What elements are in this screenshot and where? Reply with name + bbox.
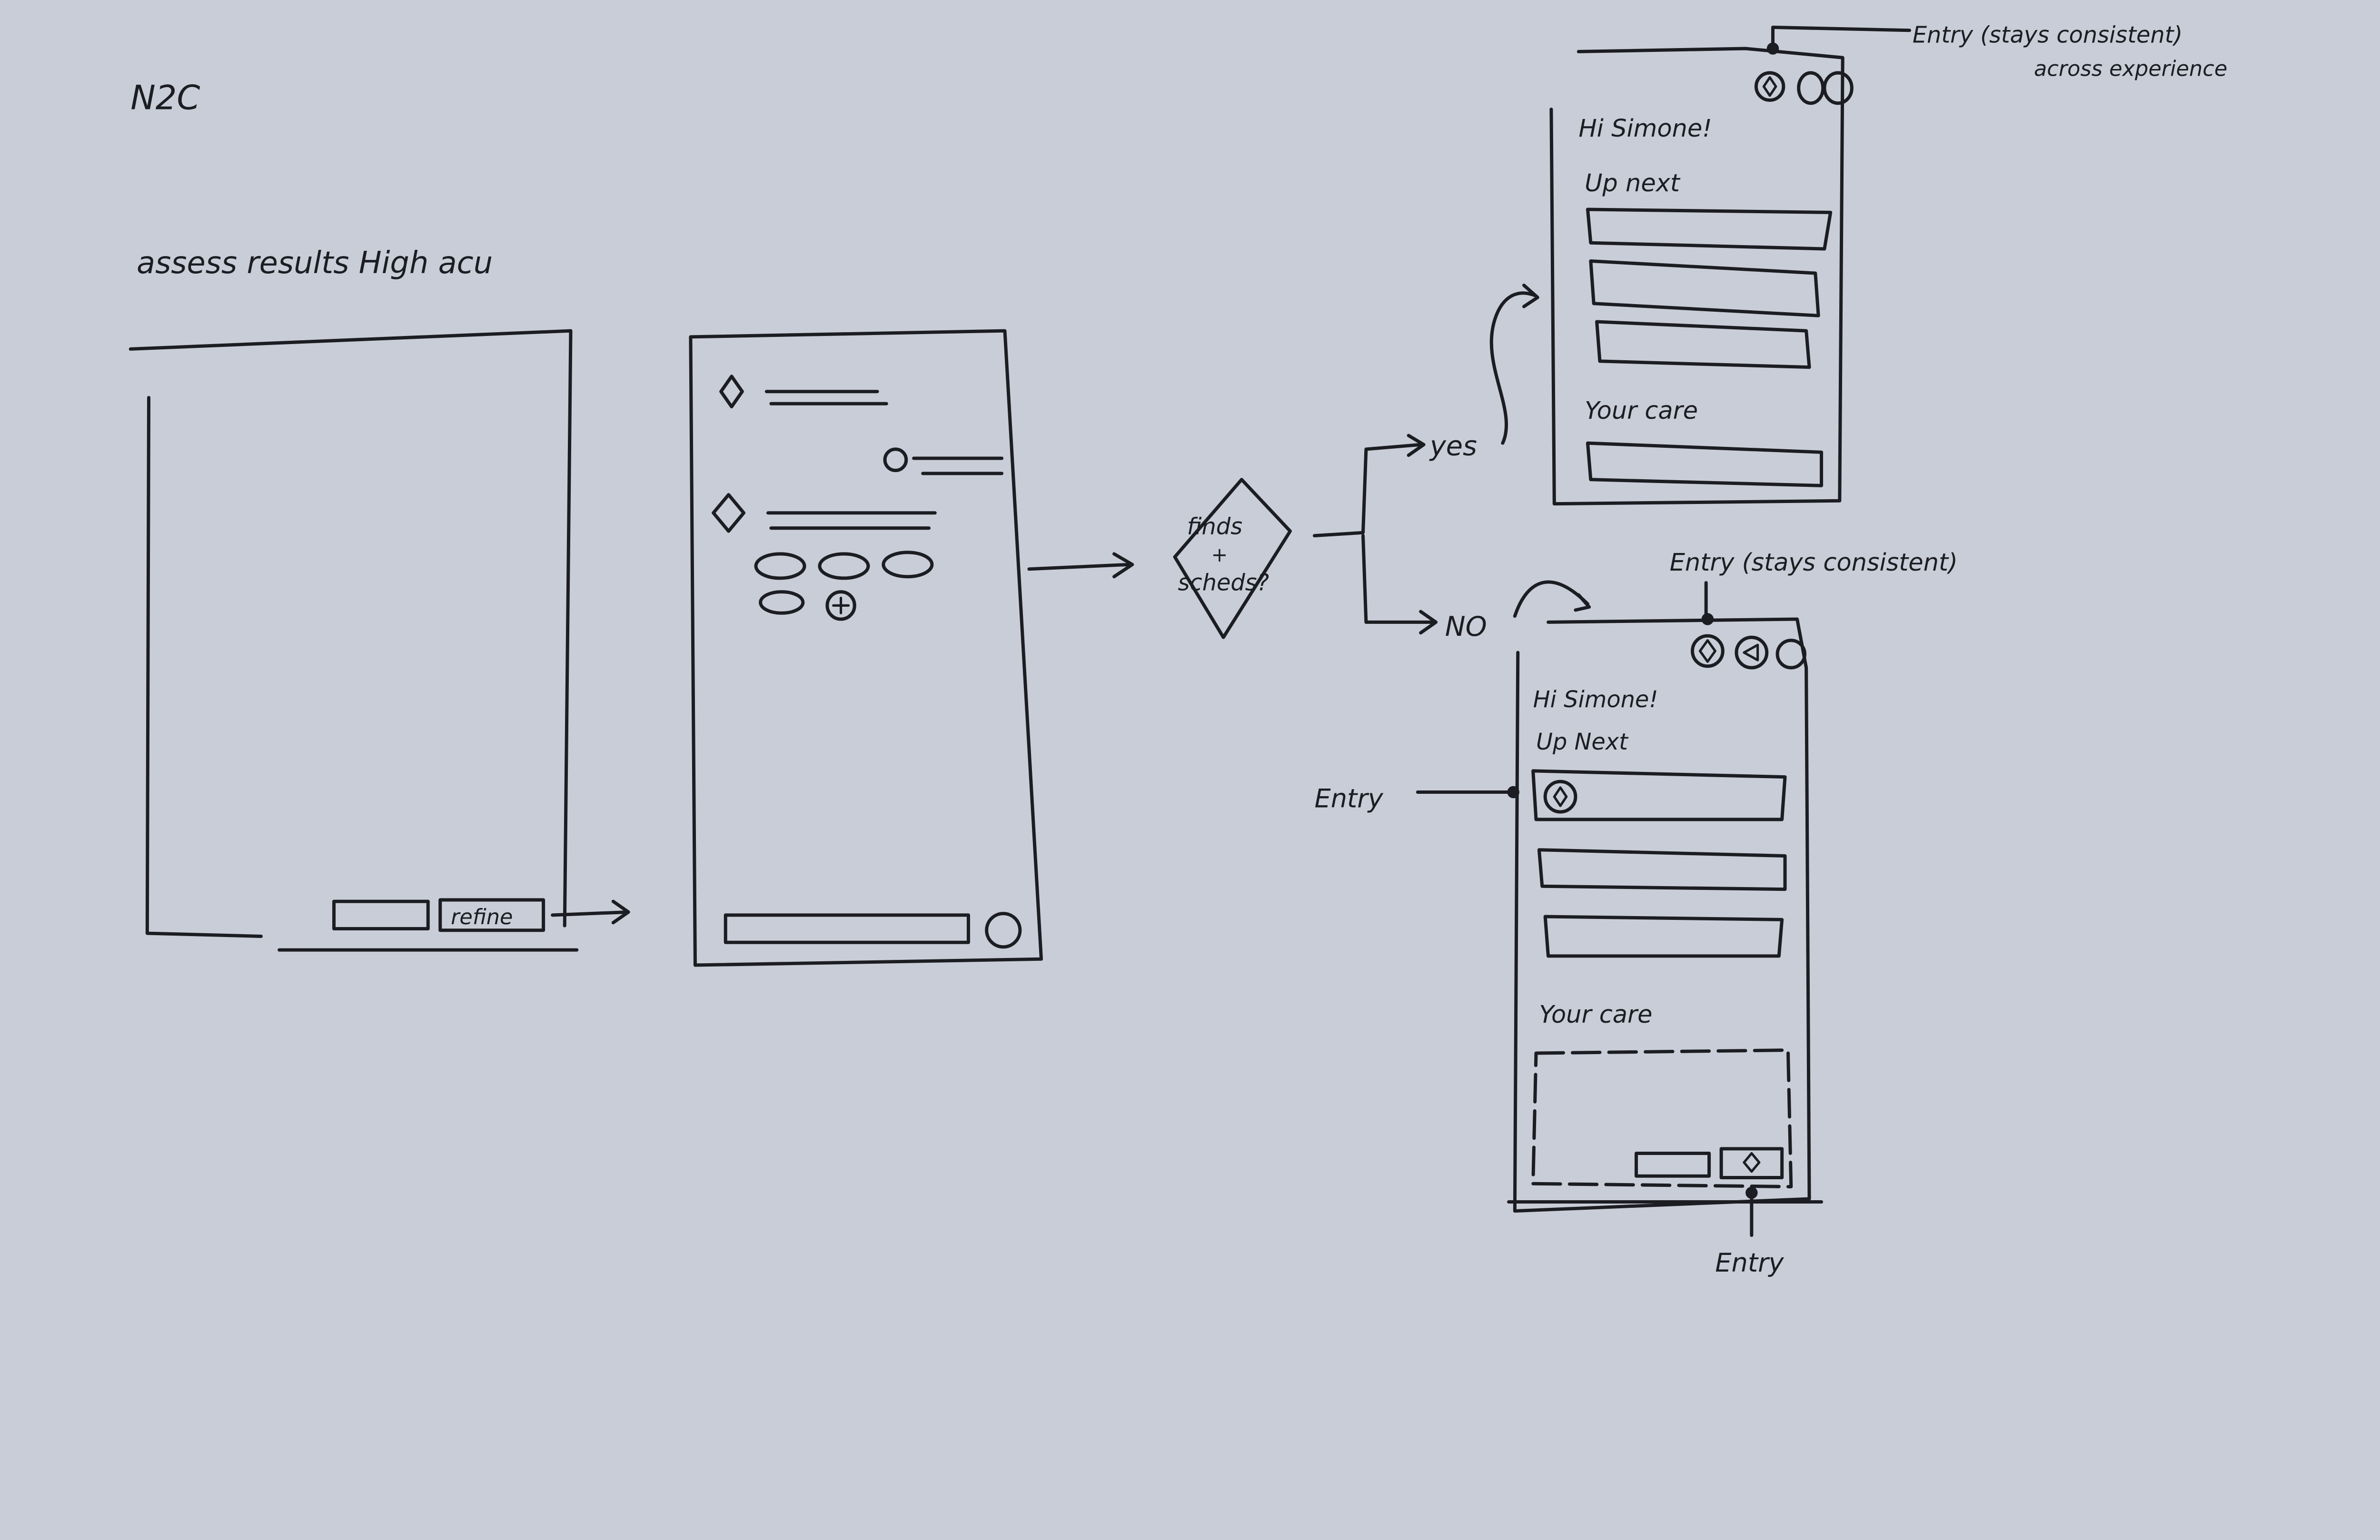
entry-annotation: Entry bbox=[1715, 1248, 1784, 1278]
diamond-icon bbox=[712, 493, 746, 533]
nav-circle-button[interactable] bbox=[1823, 71, 1854, 105]
circle-icon bbox=[883, 447, 908, 473]
up-next-card[interactable] bbox=[1543, 915, 1784, 958]
greeting: Hi Simone! bbox=[1533, 687, 1658, 713]
entry-point[interactable] bbox=[1766, 42, 1779, 55]
diamond-icon[interactable] bbox=[1754, 71, 1785, 102]
screen-home-no: Entry (stays consistent) Hi Simone! Up N… bbox=[1314, 549, 1957, 1278]
secondary-button[interactable] bbox=[1634, 1151, 1711, 1178]
yes-branch bbox=[1312, 434, 1426, 538]
entry-point[interactable] bbox=[1507, 786, 1519, 799]
menu-icon[interactable] bbox=[1775, 639, 1806, 670]
send-button[interactable] bbox=[985, 912, 1022, 949]
decision-text: finds bbox=[1187, 513, 1243, 540]
arrow-to-decision bbox=[1027, 552, 1134, 579]
page-title: N2C bbox=[130, 79, 200, 118]
entry-annotation: across experience bbox=[2034, 56, 2227, 81]
entry-annotation: Entry (stays consistent) bbox=[1913, 22, 2182, 48]
decision-node: finds + scheds? yes NO bbox=[1173, 283, 1591, 642]
diamond-icon bbox=[1543, 780, 1577, 814]
chip[interactable] bbox=[882, 551, 934, 579]
screen-assess-results: refine bbox=[129, 329, 630, 952]
up-next-heading: Up next bbox=[1585, 169, 1681, 197]
entry-annotation: Entry bbox=[1314, 783, 1383, 813]
secondary-button[interactable] bbox=[332, 899, 430, 931]
decision-text: scheds? bbox=[1178, 570, 1269, 596]
your-care-panel bbox=[1531, 1048, 1793, 1189]
up-next-card[interactable] bbox=[1595, 320, 1811, 369]
entry-annotation-line bbox=[1771, 25, 1911, 50]
chip[interactable] bbox=[754, 552, 806, 580]
refine-button[interactable] bbox=[438, 898, 545, 932]
entry-annotation: Entry (stays consistent) bbox=[1670, 549, 1958, 577]
back-icon[interactable] bbox=[1735, 635, 1769, 670]
nav-circle-button[interactable] bbox=[1797, 71, 1825, 105]
diamond-icon[interactable] bbox=[1690, 634, 1725, 668]
assistant-button[interactable] bbox=[1719, 1147, 1784, 1179]
screen-refine-chat bbox=[689, 329, 1134, 967]
decision-text: + bbox=[1211, 543, 1228, 566]
your-care-card[interactable] bbox=[1586, 441, 1824, 487]
your-care-heading: Your care bbox=[1585, 397, 1698, 425]
up-next-card[interactable] bbox=[1537, 848, 1787, 891]
refine-button-label: refine bbox=[451, 905, 513, 929]
flow-diagram: N2C assess results High acu refine finds… bbox=[129, 22, 2227, 1278]
up-next-card[interactable] bbox=[1589, 259, 1820, 317]
up-next-card[interactable] bbox=[1586, 207, 1833, 251]
yes-label: yes bbox=[1429, 430, 1477, 462]
chip[interactable] bbox=[759, 590, 805, 615]
plus-icon[interactable] bbox=[825, 590, 856, 621]
screen-home-yes: Entry (stays consistent) across experien… bbox=[1549, 22, 2227, 506]
no-label: NO bbox=[1445, 611, 1487, 642]
arrow-to-screen2 bbox=[551, 899, 630, 925]
chat-input[interactable] bbox=[724, 913, 970, 944]
chip[interactable] bbox=[818, 552, 870, 580]
up-next-heading: Up Next bbox=[1536, 729, 1629, 755]
page-subtitle: assess results High acu bbox=[137, 246, 493, 281]
up-next-card[interactable] bbox=[1531, 769, 1787, 821]
greeting: Hi Simone! bbox=[1578, 115, 1712, 143]
your-care-heading: Your care bbox=[1539, 1001, 1652, 1029]
diamond-icon bbox=[719, 375, 744, 409]
no-branch bbox=[1361, 534, 1438, 635]
